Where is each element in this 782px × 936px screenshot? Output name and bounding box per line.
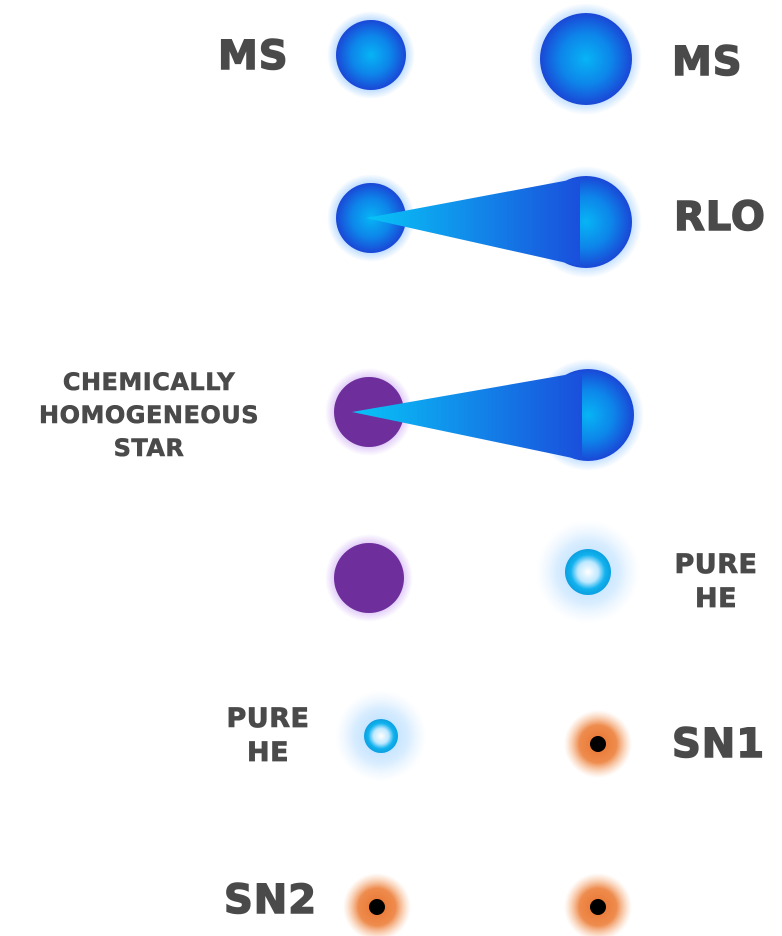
label-row1-right-ms: MS [671,39,743,85]
label-che-line2: HOMOGENEOUS [38,401,260,430]
row5-sn1-remnant [564,710,632,778]
label-row4-pure-he: PURE HE [664,548,768,616]
row2-mass-transfer-stream [366,178,580,266]
row3-mass-transfer-stream [352,372,582,460]
label-row5-pure: PURE [226,703,310,735]
label-che-line3: STAR [113,434,185,463]
label-row4-pure: PURE [674,549,758,581]
label-sn2: SN2 [223,877,318,923]
label-che-line1: CHEMICALLY [62,368,236,397]
label-chemically-homogeneous-star: CHEMICALLY HOMOGENEOUS STAR [18,366,280,465]
label-row5-he: HE [246,737,290,769]
row1-secondary-ms-star [530,3,642,115]
label-row2-rlo: RLO [673,194,766,240]
row1-primary-ms-star [327,11,415,99]
row4-che-star [325,534,413,622]
label-row1-left-ms: MS [217,33,289,79]
row6-remnant [564,873,632,936]
row4-pure-he-star [536,520,640,624]
row5-pure-he-star [335,690,427,782]
row6-sn2-remnant [343,873,411,936]
label-row4-he: HE [694,583,738,615]
label-sn1: SN1 [671,721,766,767]
label-row5-pure-he: PURE HE [216,702,320,770]
